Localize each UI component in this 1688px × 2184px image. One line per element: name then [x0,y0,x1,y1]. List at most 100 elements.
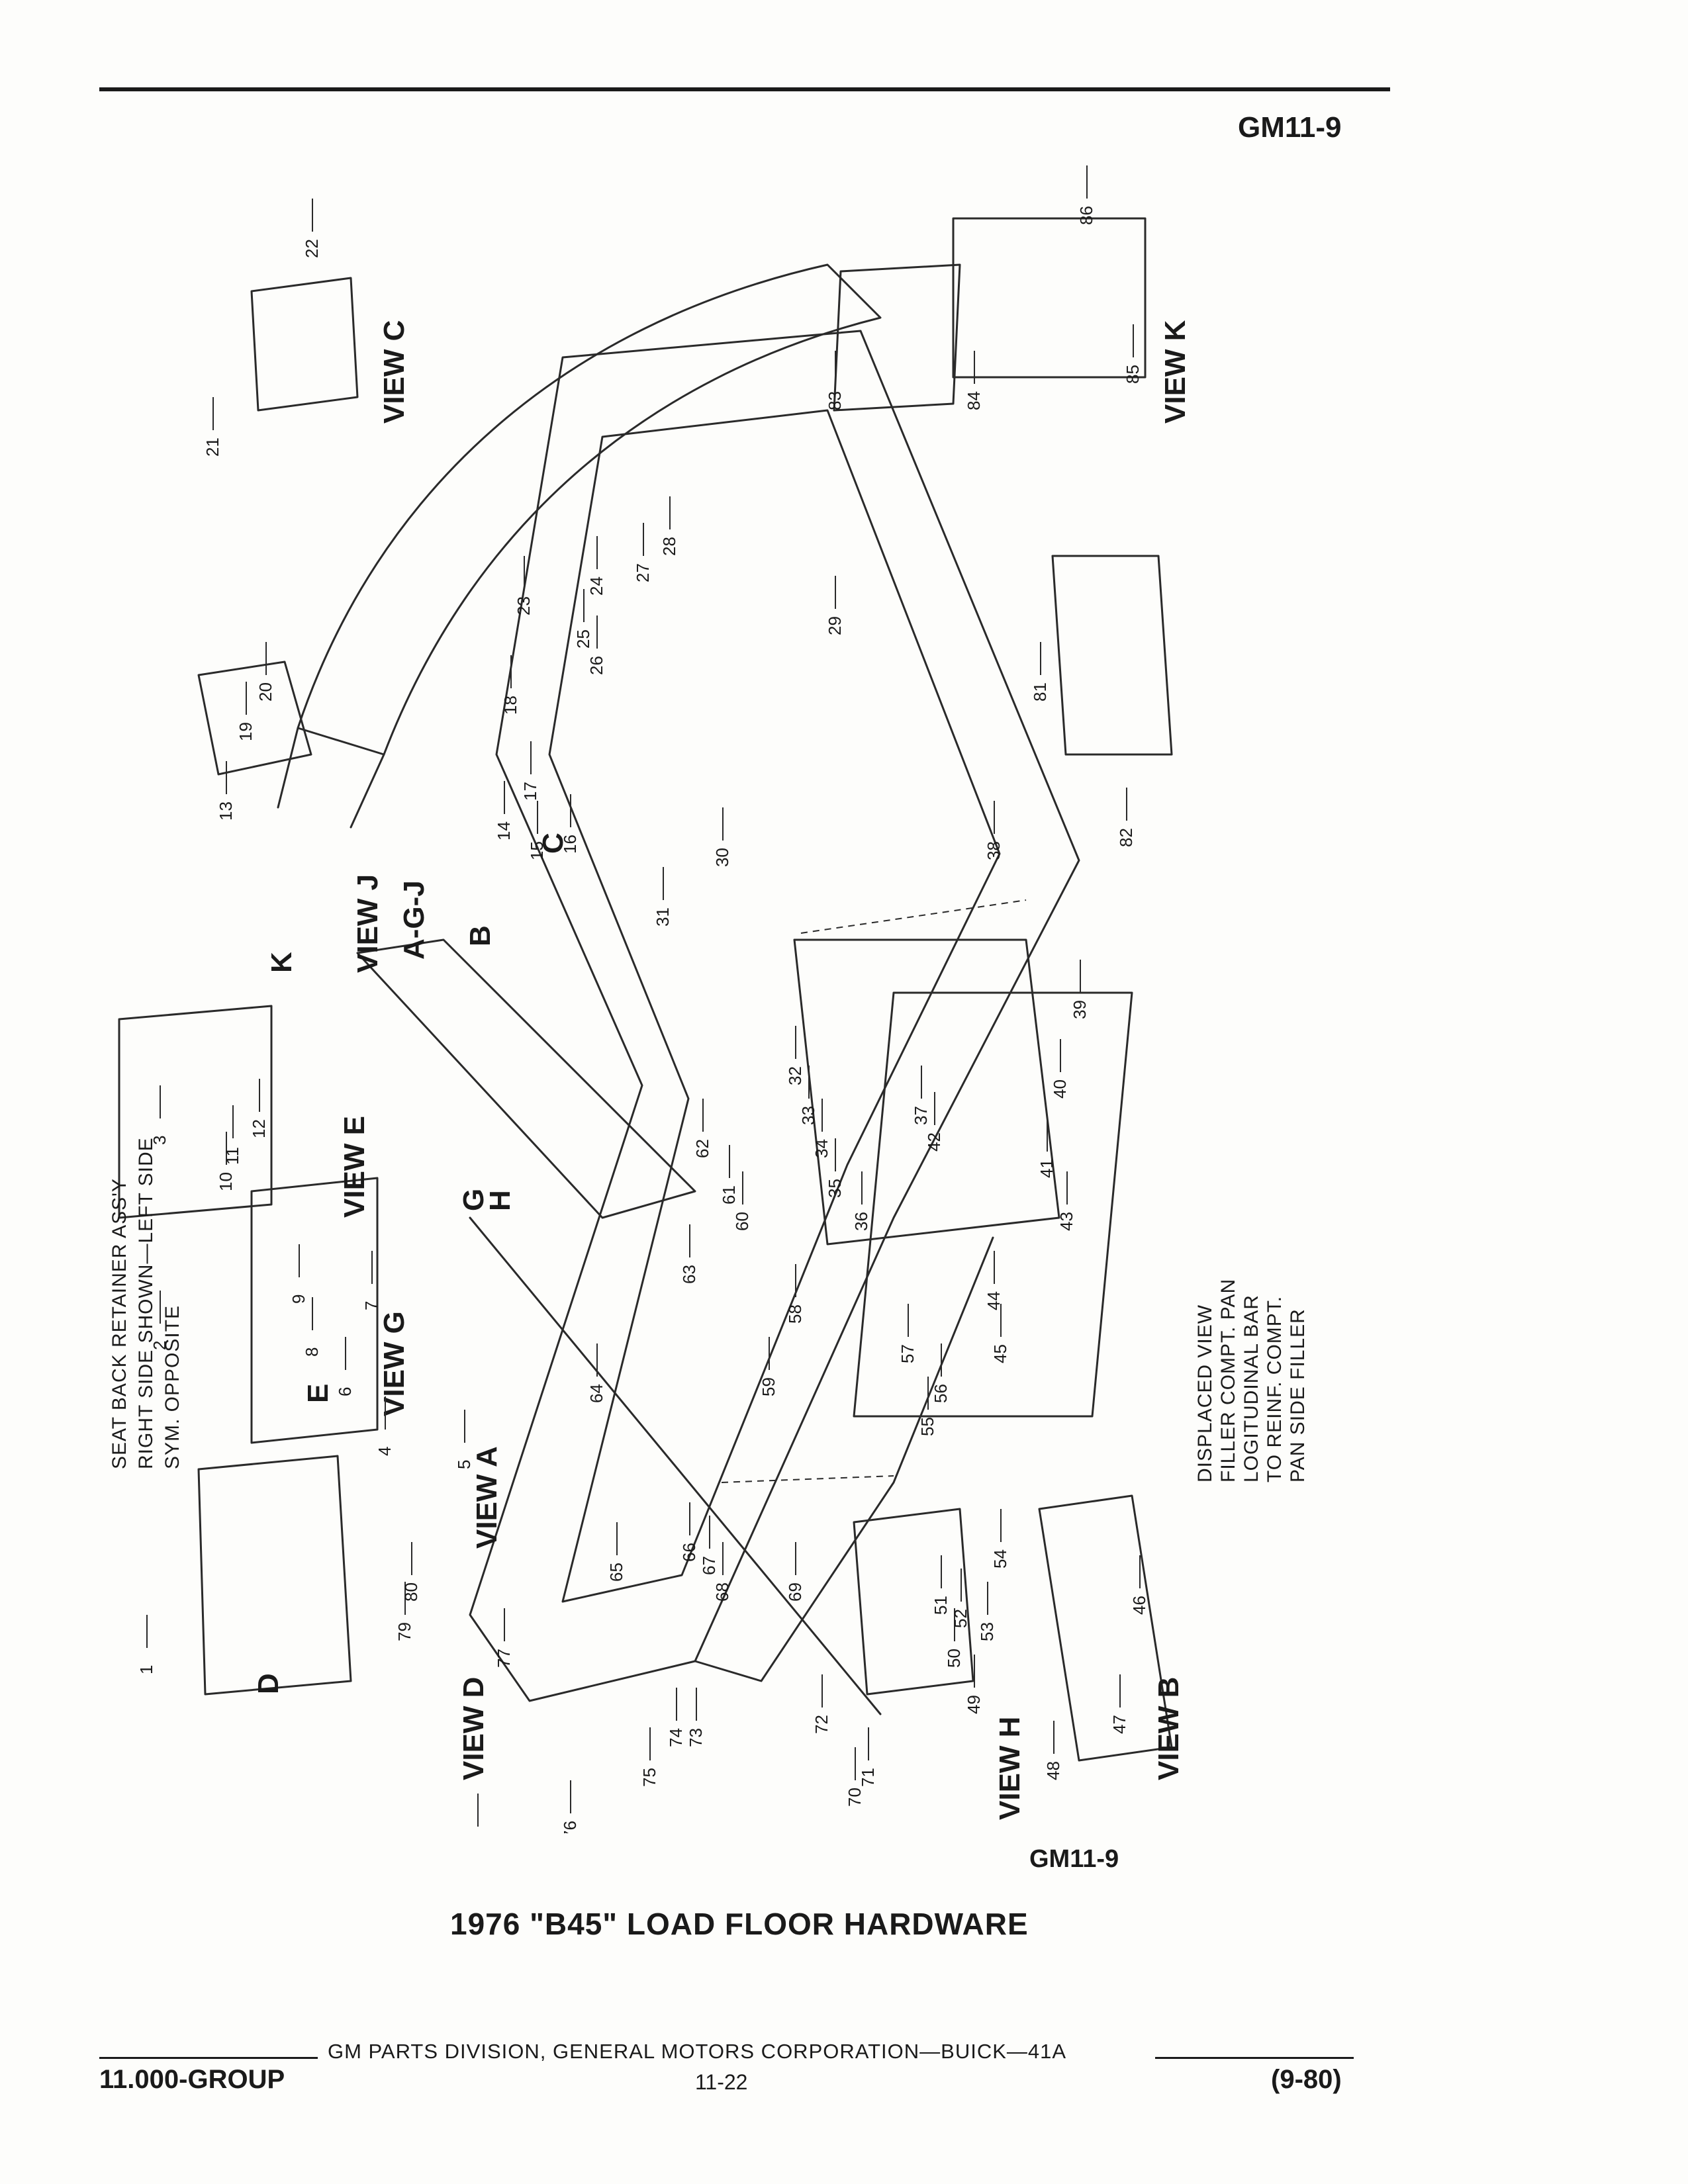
callout-83: 83 [825,391,845,410]
callout-15: 15 [527,841,547,860]
callout-1: 1 [136,1665,156,1674]
figure-title: 1976 "B45" LOAD FLOOR HARDWARE [450,1907,1029,1941]
view-label-b: VIEW B [1152,1677,1185,1780]
callout-2: 2 [150,1341,169,1350]
view-label-g: VIEW G [378,1311,410,1416]
callout-76: 76 [560,1821,580,1833]
callout-8: 8 [302,1347,322,1357]
displaced-view-note-line-4: TO REINF. COMPT. [1264,1296,1286,1482]
callout-13: 13 [216,801,236,821]
callout-67: 67 [699,1556,719,1575]
load-floor-inner [548,409,1001,1603]
seat-back-note-line-1: SEAT BACK RETAINER ASS'Y [109,1178,130,1469]
displaced-view-note-line-2: FILLER COMPT. PAN [1217,1279,1239,1482]
seat-back-frame [356,938,696,1219]
callout-11: 11 [222,1147,242,1165]
callout-57: 57 [898,1344,917,1363]
view-label-a: VIEW A [471,1446,503,1549]
view-letter-c: C [537,833,569,854]
callout-49: 49 [964,1695,984,1714]
displaced-view-note: DISPLACED VIEW FILLER COMPT. PAN LOGITUD… [1194,1279,1309,1482]
callout-46: 46 [1129,1596,1149,1615]
footer-rule-left [99,2057,318,2059]
callout-34: 34 [812,1139,831,1158]
callout-56: 56 [931,1384,951,1403]
callout-42: 42 [924,1132,944,1152]
callout-23: 23 [514,596,534,615]
callout-63: 63 [679,1265,699,1284]
callout-31: 31 [653,907,673,927]
callout-75: 75 [639,1768,659,1787]
callout-86: 86 [1076,206,1096,225]
view-b-spring [1038,1494,1173,1762]
view-k-strap [1051,555,1173,756]
view-letter-agj: A-G-J [398,880,430,960]
callout-64: 64 [586,1384,606,1403]
callout-61: 61 [719,1185,739,1205]
hinge-rail [469,1216,882,1715]
callout-58: 58 [785,1304,805,1324]
callout-84: 84 [964,391,984,410]
view-label-d: VIEW D [457,1677,490,1780]
displaced-view-note-line-1: DISPLACED VIEW [1194,1304,1216,1482]
callout-48: 48 [1043,1761,1063,1780]
callout-45: 45 [990,1344,1010,1363]
rear-panel [694,1236,994,1682]
callout-30: 30 [712,848,732,867]
callout-17: 17 [520,782,540,801]
callout-10: 10 [216,1172,236,1191]
callout-32: 32 [785,1066,805,1085]
callout-27: 27 [633,563,653,582]
callout-65: 65 [606,1563,626,1582]
callout-37: 37 [911,1106,931,1125]
view-h-bracket [853,1508,974,1696]
callout-39: 39 [1070,1000,1090,1019]
callout-60: 60 [732,1212,752,1231]
view-d-bracket [197,1455,352,1696]
callout-7: 7 [361,1301,381,1310]
callout-81: 81 [1030,682,1050,702]
exploded-parts-diagram: VIEW C VIEW K VIEW J VIEW E VIEW G VIEW … [109,165,1309,1833]
footer-rule-right [1155,2057,1354,2059]
callout-54: 54 [990,1549,1010,1569]
callout-33: 33 [798,1106,818,1125]
view-label-e: VIEW E [338,1116,371,1218]
seat-back-note-line-2: RIGHT SIDE SHOWN—LEFT SIDE [135,1137,157,1469]
view-label-h: VIEW H [994,1717,1026,1820]
callout-20: 20 [256,682,275,702]
callout-35: 35 [825,1179,845,1198]
callout-74: 74 [666,1728,686,1747]
view-letters: K A-G-J B C D E G H [252,833,569,1694]
seat-back-note-line-3: SYM. OPPOSITE [162,1305,183,1469]
displaced-view-note-line-5: PAN SIDE FILLER [1287,1308,1309,1482]
callout-12: 12 [249,1119,269,1138]
callout-38: 38 [984,841,1004,860]
footer-page-number: 11-22 [695,2070,748,2094]
view-label-j: VIEW J [352,874,384,973]
callout-47: 47 [1109,1715,1129,1734]
callout-28: 28 [659,537,679,556]
callout-50: 50 [944,1649,964,1668]
callout-14: 14 [494,821,514,841]
callout-6: 6 [335,1387,355,1396]
footer-publisher: GM PARTS DIVISION, GENERAL MOTORS CORPOR… [328,2040,1067,2063]
callout-40: 40 [1050,1079,1070,1099]
callout-73: 73 [686,1728,706,1747]
callout-51: 51 [931,1596,951,1615]
view-k-handle [952,217,1147,379]
view-c-plate [250,277,359,412]
callout-36: 36 [851,1212,871,1231]
callout-24: 24 [586,576,606,596]
view-label-k: VIEW K [1159,320,1192,424]
view-k-bezel [833,263,961,412]
page-code-top: GM11-9 [1238,111,1342,144]
footer-group: 11.000-GROUP [99,2065,285,2094]
callout-85: 85 [1123,365,1143,384]
callout-72: 72 [812,1715,831,1734]
callout-59: 59 [759,1377,778,1396]
view-letter-e: E [302,1384,334,1403]
callout-4: 4 [375,1447,395,1456]
longitudinal-bar [853,991,1133,1418]
view-letter-g: G [457,1189,490,1211]
